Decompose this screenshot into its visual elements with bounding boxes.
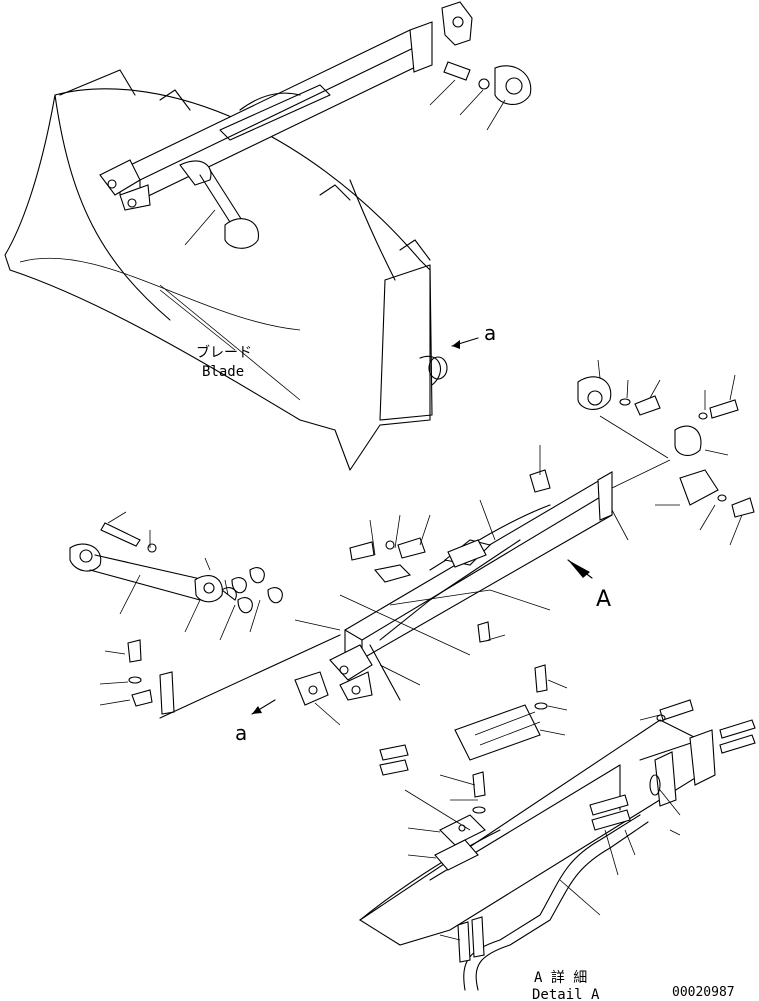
blade [4, 69, 448, 471]
blade-label-jp: ブレード [196, 344, 252, 361]
view-arrow-icon [452, 340, 460, 349]
view-arrow-icon-bottom [252, 706, 262, 714]
detail-a-view [358, 664, 756, 991]
drawing-number: 00020987 [672, 985, 735, 1000]
view-a-label-top: a [484, 321, 496, 345]
detail-a-label-jp: A 詳 細 [534, 970, 587, 986]
detail-a-label-en: Detail A [532, 987, 600, 1001]
view-A-label: A [596, 587, 611, 612]
blade-label-en: Blade [202, 364, 244, 380]
frame-middle [69, 359, 755, 726]
top-frame-arm [99, 1, 532, 249]
view-a-label-bottom: a [235, 721, 247, 745]
